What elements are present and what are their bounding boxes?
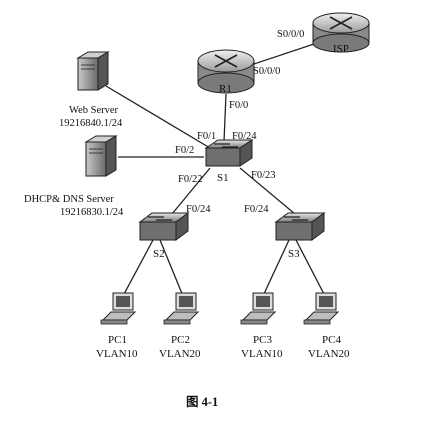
link-s1-s2 [171, 167, 211, 215]
figure-caption: 图 4-1 [186, 395, 218, 409]
s1-label: S1 [217, 172, 229, 184]
s2-label: S2 [153, 248, 165, 260]
port-labels: S0/0/0 S0/0/0 F0/0 F0/1 F0/24 F0/2 F0/22… [175, 29, 304, 215]
s3-switch[interactable]: S3 [274, 212, 326, 260]
port-label-isp-s000: S0/0/0 [277, 29, 304, 40]
port-label-s1-f02: F0/2 [175, 145, 194, 156]
dhcp-server-name: DHCP& DNS Server [24, 194, 114, 205]
pc2-name: PC2 [171, 334, 190, 346]
link-web-s1 [105, 85, 211, 149]
web-server-name: Web Server [69, 105, 119, 116]
pc1-vlan: VLAN10 [96, 348, 138, 360]
pc4[interactable]: PC4 VLAN20 [303, 292, 350, 360]
pc4-name: PC4 [322, 334, 341, 346]
pc4-vlan: VLAN20 [308, 348, 350, 360]
pc1[interactable]: PC1 VLAN10 [96, 292, 138, 360]
pc2[interactable]: PC2 VLAN20 [159, 292, 201, 360]
link-s3-pc3 [262, 239, 290, 297]
port-label-s3-f024: F0/24 [244, 204, 269, 215]
pc1-name: PC1 [108, 334, 127, 346]
port-label-s1-f023: F0/23 [251, 170, 276, 181]
router-arrows-icon [329, 16, 353, 30]
port-label-s1-f01: F0/1 [197, 131, 216, 142]
link-s1-s3 [239, 167, 296, 215]
dhcp-server-ip: 19216830.1/24 [60, 207, 124, 218]
s3-label: S3 [288, 248, 300, 260]
pc2-vlan: VLAN20 [159, 348, 201, 360]
s1-switch[interactable]: S1 [204, 139, 254, 184]
link-s3-pc4 [295, 239, 326, 297]
link-r1-s1 [223, 93, 227, 143]
port-label-r1-s000: S0/0/0 [253, 66, 280, 77]
isp-router[interactable]: ISP [312, 12, 370, 55]
link-s2-pc2 [159, 239, 184, 297]
link-s2-pc1 [122, 239, 154, 297]
links [105, 39, 327, 297]
router-arrows-icon [214, 54, 238, 68]
web-server[interactable]: Web Server 19216840.1/24 [59, 51, 123, 129]
switch-arrows-icon [148, 216, 172, 221]
pc3[interactable]: PC3 VLAN10 [240, 292, 283, 360]
isp-label: ISP [333, 43, 349, 55]
port-label-r1-f00: F0/0 [229, 100, 248, 111]
switch-arrows-icon [284, 216, 308, 221]
pc3-vlan: VLAN10 [241, 348, 283, 360]
pc3-name: PC3 [253, 334, 272, 346]
r1-label: R1 [219, 83, 232, 95]
r1-router[interactable]: R1 [197, 49, 255, 95]
switch-arrows-icon [214, 143, 238, 148]
web-server-ip: 19216840.1/24 [59, 118, 123, 129]
s2-switch[interactable]: S2 [138, 212, 190, 260]
port-label-s1-f024: F0/24 [232, 131, 257, 142]
port-label-s2-f024: F0/24 [186, 204, 211, 215]
port-label-s1-f022: F0/22 [178, 174, 203, 185]
dhcp-dns-server[interactable]: DHCP& DNS Server 19216830.1/24 [24, 135, 124, 218]
